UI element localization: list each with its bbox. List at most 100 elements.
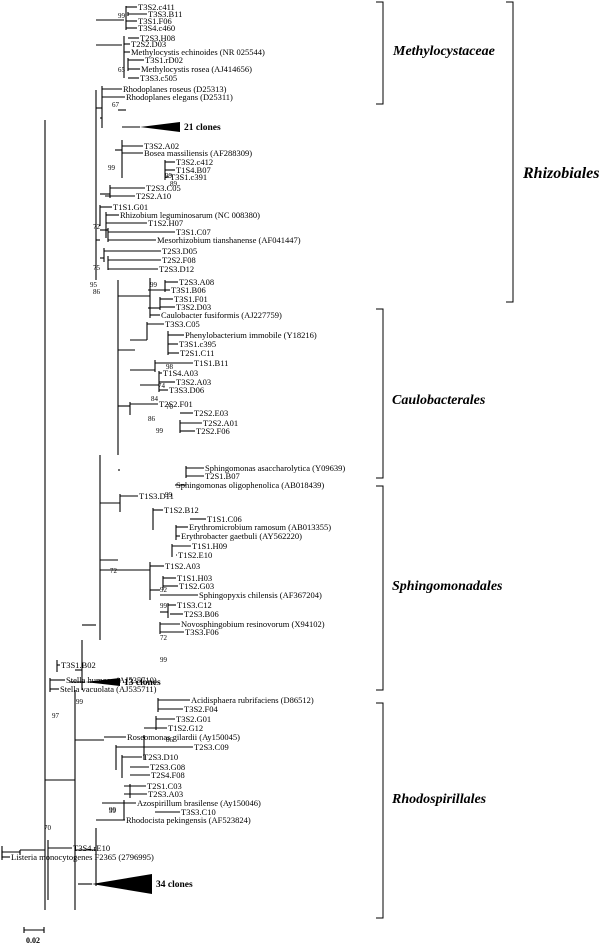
taxon-label: Methylocystis echinoides (NR 025544) [131,47,265,57]
taxon-label: T2S3.C09 [194,742,229,752]
taxon-label: Erythrobacter gaetbuli (AY562220) [181,531,302,541]
taxon-label: T2S2.D03 [131,39,166,49]
taxon-label: T3S1.B06 [171,285,206,295]
taxon-label: T3S1.F01 [174,294,208,304]
taxon-label: Rhodoplanes roseus (D25313) [123,84,227,94]
taxon-label: T3S2.F04 [184,704,219,714]
bootstrap-values: 9965679999897275958699987484708699997292… [44,12,178,832]
clade-bracket-sphingomonadales [376,485,384,691]
taxon-label: T3S1.c395 [179,339,216,349]
taxon-label: T2S2.F06 [196,426,230,436]
taxon-label: Erythromicrobium ramosum (AB013355) [189,522,331,532]
taxon-label: T2S1.C11 [180,348,214,358]
taxon-label: T2S3.D05 [162,246,197,256]
taxon-label: T3S3.B11 [148,9,182,19]
order-label-rhizobiales: Rhizobiales [522,165,599,182]
taxon-label: T2S2.E03 [194,408,228,418]
taxon-label: Sphingomonas oligophenolica (AB018439) [176,480,324,490]
bootstrap-value: 65 [118,66,126,74]
taxon-label: T1S2.B12 [164,505,199,515]
taxon-label: T3S3.D06 [169,385,204,395]
clade-bracket-caulobacterales [376,308,384,479]
taxon-label: T2S3.H08 [140,33,175,43]
bootstrap-value: 95 [90,281,98,289]
bootstrap-value: 99 [108,164,116,172]
taxon-label: T3S2.c412 [176,157,213,167]
taxon-label: T2S2.F01 [159,399,193,409]
taxon-label: Rhizobium leguminosarum (NC 008380) [120,210,260,220]
tree-branches [1,6,206,910]
taxon-label: Phenylobacterium immobile (Y18216) [185,330,317,340]
taxon-label: Caulobacter fusiformis (AJ227759) [161,310,282,320]
collapsed-clade-label: 13 clones [124,678,161,688]
taxon-label: T2S3.B06 [184,609,219,619]
collapsed-clade-label: 34 clones [156,880,193,890]
bootstrap-value: 99 [156,427,164,435]
taxon-label: Azospirillum brasilense (Ay150046) [137,798,261,808]
bootstrap-value: 84 [151,395,159,403]
taxon-label: T1S1.H09 [192,541,227,551]
bootstrap-value: 70 [166,403,174,411]
clade-label-methylocystaceae: Methylocystaceae [392,44,495,59]
taxon-label: T2S3.G08 [150,762,185,772]
taxon-label: T2S3.D10 [143,752,178,762]
taxon-label: T2S1.B07 [205,471,240,481]
bootstrap-value: 99 [160,656,168,664]
taxon-label: T1S2.A03 [165,561,200,571]
taxon-label: T3S2.c411 [138,2,175,12]
taxon-label: Mesorhizobium tianshanense (AF041447) [157,235,301,245]
taxon-label: T1S2.H07 [148,218,183,228]
taxon-label: T3S3.F06 [185,627,219,637]
taxon-label: T1S4.A03 [163,368,198,378]
taxon-label: Listeria monocytogenes F2365 (2796995) [11,852,154,862]
taxon-label: T1S2.G03 [179,581,214,591]
taxon-label: Acidisphaera rubrifaciens (D86512) [191,695,314,705]
bootstrap-value: 99 [160,602,168,610]
taxon-label: Methylocystis rosea (AJ414656) [141,64,252,74]
taxon-label: T2S2.F08 [162,255,196,265]
clade-label-caulobacterales: Caulobacterales [392,393,486,408]
taxon-label: Sphingopyxis chilensis (AF367204) [199,590,322,600]
taxon-label: Rhodoplanes elegans (D25311) [126,92,233,102]
bootstrap-value: 86 [93,288,101,296]
collapsed-clade-triangle [92,874,152,894]
taxon-label: T2S3.A03 [148,789,183,799]
taxon-label: T1S3.D11 [139,491,174,501]
bootstrap-value: 97 [52,712,60,720]
bootstrap-value: 99 [165,491,173,499]
taxon-label: Stella humosa (AJ535710) [66,675,157,685]
taxon-label: Stella vacuolata (AJ535711) [60,684,157,694]
bootstrap-value: 99 [109,807,117,815]
taxon-label: T3S4.rE10 [73,843,110,853]
bootstrap-value: 98 [166,363,174,371]
bootstrap-value: 99 [118,12,126,20]
taxon-label: T3S4.c460 [138,23,175,33]
taxon-label: T3S3.c505 [140,73,177,83]
taxon-label: T2S3.C05 [146,183,181,193]
taxon-label: T3S2.D03 [176,302,211,312]
bootstrap-value: 72 [110,567,118,575]
taxon-label: T3S3.C05 [165,319,200,329]
taxon-label: T2S4.F08 [151,770,185,780]
taxon-label: T1S1.G01 [113,202,148,212]
order-bracket-rhizobiales [506,1,514,303]
clade-label-sphingomonadales: Sphingomonadales [392,579,503,594]
taxon-label: T2S3.D12 [159,264,194,274]
taxon-label: Novosphingobium resinovorum (X94102) [181,619,325,629]
taxon-label: T2S2.A10 [136,191,171,201]
taxon-label: T1S1.C06 [207,514,242,524]
taxon-label: Bosea massiliensis (AF288309) [144,148,252,158]
taxon-label: T3S2.G01 [176,714,211,724]
bootstrap-value: 92 [160,586,168,594]
taxon-label: T3S1.F06 [138,16,172,26]
bootstrap-value: 67 [112,101,120,109]
clade-brackets: MethylocystaceaeCaulobacteralesSphingomo… [23,1,599,945]
tree-labels: T3S2.c411T3S3.B11T3S1.F06T3S4.c460T2S3.H… [11,2,345,890]
taxon-label: T2S3.A08 [179,277,214,287]
taxon-label: T2S1.C03 [147,781,182,791]
bootstrap-value: 86 [148,415,156,423]
taxon-label: Rhodocista pekingensis (AF523824) [126,815,251,825]
taxon-label: T3S1.B02 [61,660,96,670]
bootstrap-value: 89 [170,180,178,188]
collapsed-clade-triangle [85,678,120,686]
